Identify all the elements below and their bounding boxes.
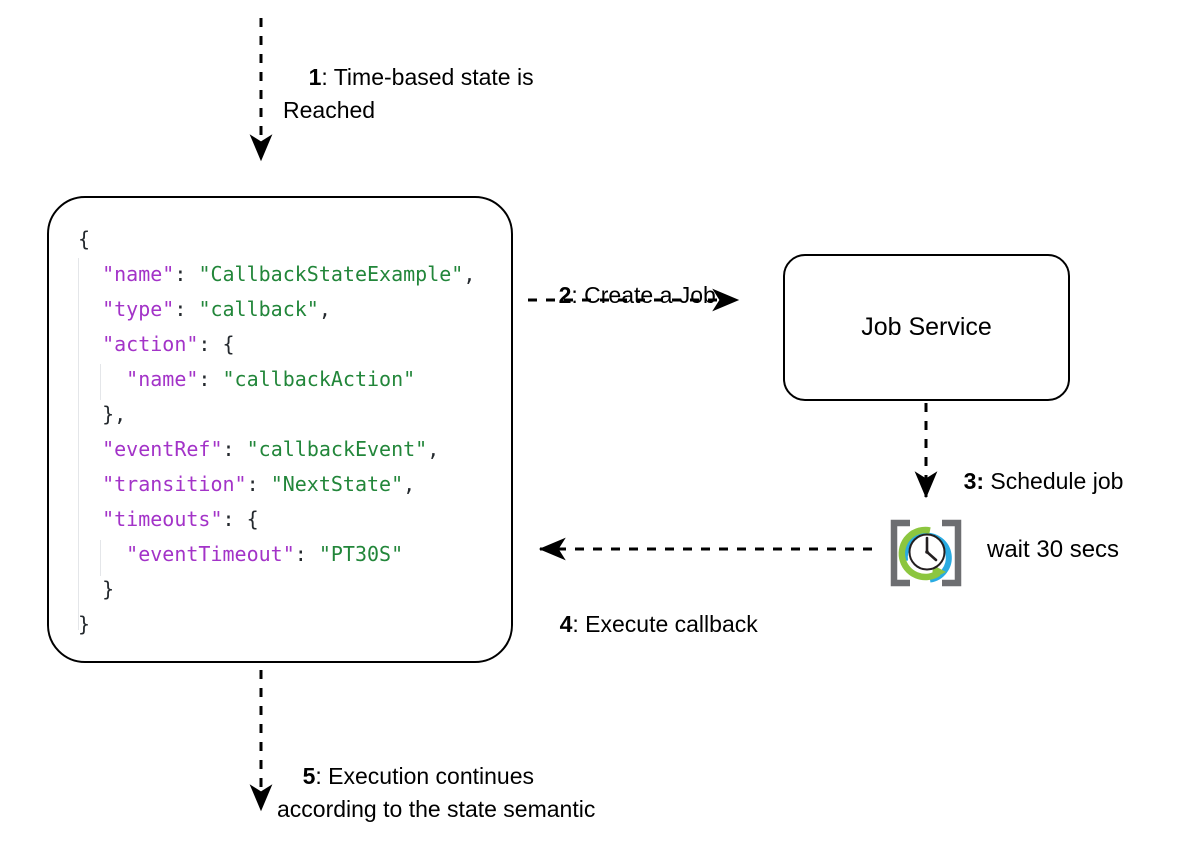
code-token: , — [114, 402, 127, 426]
code-token: "callbackEvent" — [246, 437, 428, 461]
indent-guide — [100, 364, 101, 400]
job-service-label: Job Service — [861, 313, 992, 341]
step-text-1: Time-based state is Reached — [283, 64, 540, 123]
code-line: "name": "callbackAction" — [78, 362, 475, 397]
code-token: "callback" — [198, 297, 319, 321]
step-label-4: 4: Execute callback — [534, 575, 834, 674]
code-token: "name" — [102, 262, 175, 286]
step-number-4: 4 — [559, 611, 573, 637]
step-text-2: Create a Job — [584, 282, 716, 308]
code-token: "CallbackStateExample" — [198, 262, 464, 286]
code-line: "eventRef": "callbackEvent", — [78, 432, 475, 467]
code-token: , — [427, 437, 440, 461]
code-token — [78, 542, 126, 566]
step-label-3: 3: Schedule job — [938, 432, 1178, 531]
code-token — [78, 577, 102, 601]
code-token: : — [174, 262, 199, 286]
callback-state-code-block — [47, 196, 513, 663]
code-token: "PT30S" — [318, 542, 404, 566]
code-token: } — [102, 402, 115, 426]
code-token — [78, 437, 102, 461]
step-separator-5: : — [315, 763, 329, 789]
code-line: } — [78, 572, 475, 607]
code-line: "eventTimeout": "PT30S" — [78, 537, 475, 572]
code-line: }, — [78, 397, 475, 432]
code-token — [78, 262, 102, 286]
code-token: , — [403, 472, 416, 496]
code-token: "timeouts" — [102, 507, 223, 531]
code-token: { — [222, 332, 235, 356]
code-token — [78, 332, 102, 356]
callback-state-code-text: { "name": "CallbackStateExample", "type"… — [78, 222, 475, 642]
code-token: : — [294, 542, 319, 566]
job-service-box: Job Service — [783, 254, 1070, 401]
step-number-1: 1 — [308, 64, 322, 90]
code-token: : — [174, 297, 199, 321]
code-token: : — [246, 472, 271, 496]
code-line: "transition": "NextState", — [78, 467, 475, 502]
step-number-2: 2 — [558, 282, 572, 308]
code-token — [78, 367, 126, 391]
code-token: "NextState" — [270, 472, 404, 496]
code-line: { — [78, 222, 475, 257]
step-number-5: 5 — [302, 763, 316, 789]
code-token: "eventRef" — [102, 437, 223, 461]
code-token: : — [198, 332, 223, 356]
code-token: { — [246, 507, 259, 531]
code-token: } — [102, 577, 115, 601]
step-separator-2: : — [571, 282, 585, 308]
code-line: "type": "callback", — [78, 292, 475, 327]
code-token: "callbackAction" — [222, 367, 416, 391]
code-token — [78, 472, 102, 496]
step-number-3: 3: — [963, 468, 985, 494]
code-line: "action": { — [78, 327, 475, 362]
code-token: : — [222, 507, 247, 531]
wait-label: wait 30 secs — [987, 536, 1120, 563]
code-token: "action" — [102, 332, 199, 356]
code-token — [78, 297, 102, 321]
code-token: "eventTimeout" — [126, 542, 295, 566]
wait-clock-icon — [888, 515, 964, 591]
step-text-5: Execution continues according to the sta… — [277, 763, 596, 822]
step-label-5: 5: Execution continues according to the … — [277, 727, 607, 859]
code-token: : — [222, 437, 247, 461]
step-label-1: 1: Time-based state is Reached — [283, 28, 613, 160]
code-token — [78, 507, 102, 531]
code-token: "name" — [126, 367, 199, 391]
indent-guide — [78, 258, 79, 630]
indent-guide — [100, 540, 101, 576]
code-line: } — [78, 607, 475, 642]
code-line: "timeouts": { — [78, 502, 475, 537]
code-token: } — [78, 612, 91, 636]
code-token — [78, 402, 102, 426]
step-label-2: 2: Create a Job — [533, 246, 773, 345]
code-token: { — [78, 227, 91, 251]
step-separator-1: : — [321, 64, 334, 90]
code-token: : — [198, 367, 223, 391]
step-separator-4: : — [572, 611, 586, 637]
code-token: "type" — [102, 297, 175, 321]
code-token: "transition" — [102, 472, 247, 496]
step-text-4: Execute callback — [585, 611, 758, 637]
code-token: , — [318, 297, 331, 321]
step-text-3: Schedule job — [990, 468, 1124, 494]
code-token: , — [463, 262, 476, 286]
code-line: "name": "CallbackStateExample", — [78, 257, 475, 292]
